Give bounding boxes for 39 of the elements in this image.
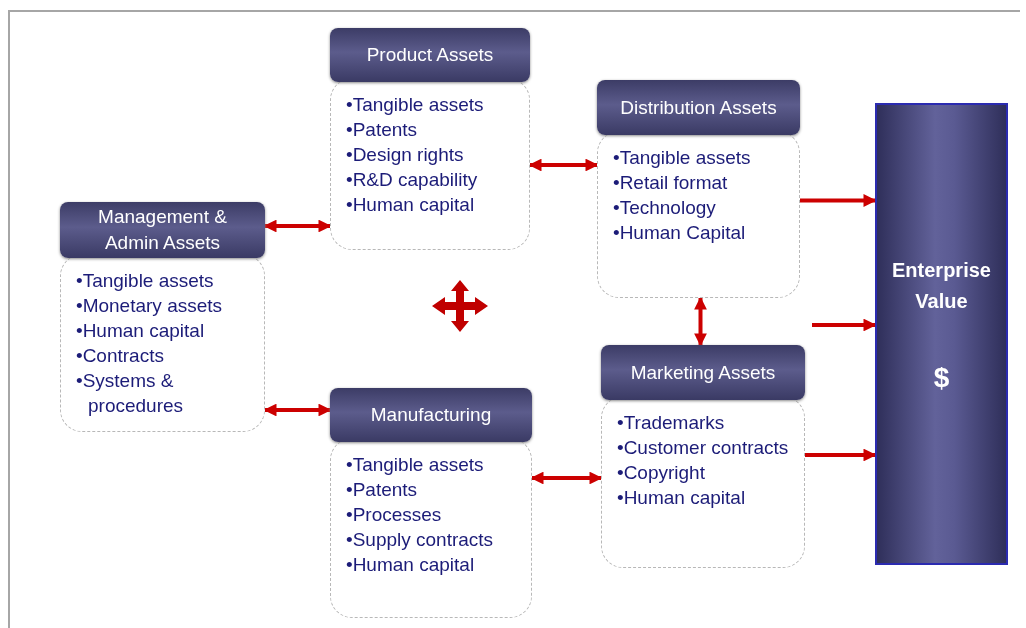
arrow — [812, 318, 877, 332]
list-item: •Human Capital — [613, 221, 747, 245]
double-arrow — [530, 471, 603, 485]
list-item: •Human capital — [346, 193, 476, 217]
card-header: Manufacturing — [330, 388, 532, 442]
double-arrow — [263, 403, 332, 417]
list-item: •Human capital — [346, 553, 476, 577]
list-item: •Tangible assets — [76, 269, 215, 293]
list-item: •Supply contracts — [346, 528, 495, 552]
list-item: •Patents — [346, 478, 419, 502]
list-item: •Customer contracts — [617, 436, 790, 460]
list-item: •Human capital — [617, 486, 747, 510]
double-arrow — [694, 296, 707, 347]
double-arrow — [528, 158, 599, 172]
list-item: •Tangible assets — [613, 146, 752, 170]
column-symbol: $ — [933, 361, 950, 395]
list-item: •Human capital — [76, 319, 206, 343]
arrow — [800, 194, 877, 207]
list-item: •Monetary assets — [76, 294, 224, 318]
arrow — [805, 448, 877, 462]
list-item: •Processes — [346, 503, 443, 527]
card-header: Product Assets — [330, 28, 530, 82]
list-item: •Trademarks — [617, 411, 726, 435]
list-item: •R&D capability — [346, 168, 479, 192]
list-item: •Copyright — [617, 461, 706, 485]
card-header: Management & Admin Assets — [60, 202, 265, 258]
list-item: •Retail format — [613, 171, 729, 195]
list-item: •Tangible assets — [346, 93, 485, 117]
list-item: •Patents — [346, 118, 419, 142]
card-header: Distribution Assets — [597, 80, 800, 135]
list-item: •Contracts — [76, 344, 165, 368]
list-item: •Technology — [613, 196, 717, 220]
list-item: •Systems & procedures — [76, 369, 185, 418]
value-column — [875, 103, 1008, 565]
list-item: •Design rights — [346, 143, 465, 167]
card-header: Marketing Assets — [601, 345, 805, 400]
double-arrow — [263, 219, 332, 233]
column-title: Enterprise Value — [891, 258, 992, 314]
list-item: •Tangible assets — [346, 453, 485, 477]
